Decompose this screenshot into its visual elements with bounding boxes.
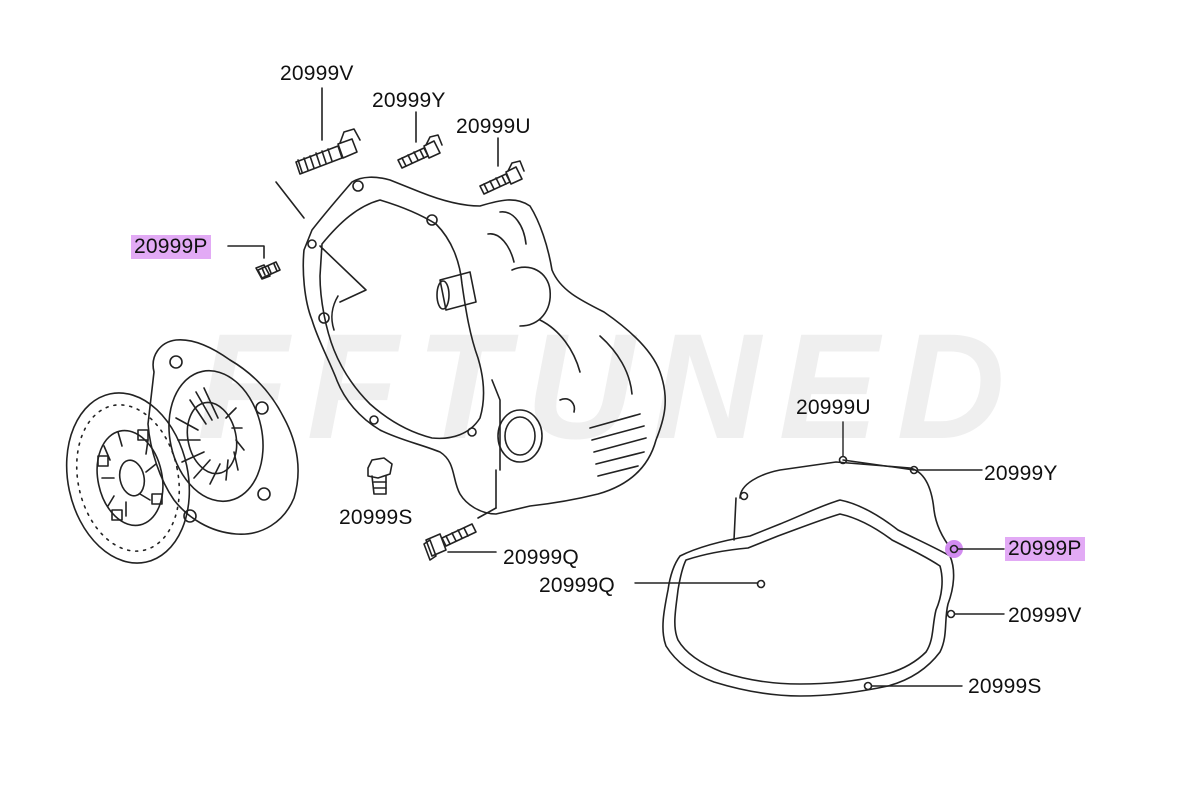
transmission-housing (302, 176, 666, 515)
callout-gasket-u: 20999U (796, 396, 871, 419)
callout-gasket-s: 20999S (968, 675, 1042, 698)
callout-top-v: 20999V (280, 62, 354, 85)
clutch-disc (65, 392, 191, 564)
callout-mid-s: 20999S (339, 506, 413, 529)
bolt-y (397, 111, 443, 169)
bolt-u (479, 137, 525, 195)
callout-gasket-v: 20999V (1008, 604, 1082, 627)
gasket-p-highlight-ring (945, 540, 963, 558)
callout-mid-q: 20999Q (503, 546, 579, 569)
bolt-q-mid (423, 469, 497, 561)
bolt-p-left (227, 245, 281, 280)
bolt-v (295, 87, 361, 175)
pressure-plate (147, 339, 299, 535)
callout-left-p: 20999P (131, 235, 211, 259)
gasket-leaders (634, 421, 1005, 687)
case-gasket (662, 455, 956, 697)
bolt-s-mid (367, 457, 393, 495)
callout-gasket-q: 20999Q (539, 574, 615, 597)
callout-top-y: 20999Y (372, 89, 446, 112)
callout-gasket-p: 20999P (1005, 537, 1085, 561)
callout-top-u: 20999U (456, 115, 531, 138)
callout-gasket-y: 20999Y (984, 462, 1058, 485)
